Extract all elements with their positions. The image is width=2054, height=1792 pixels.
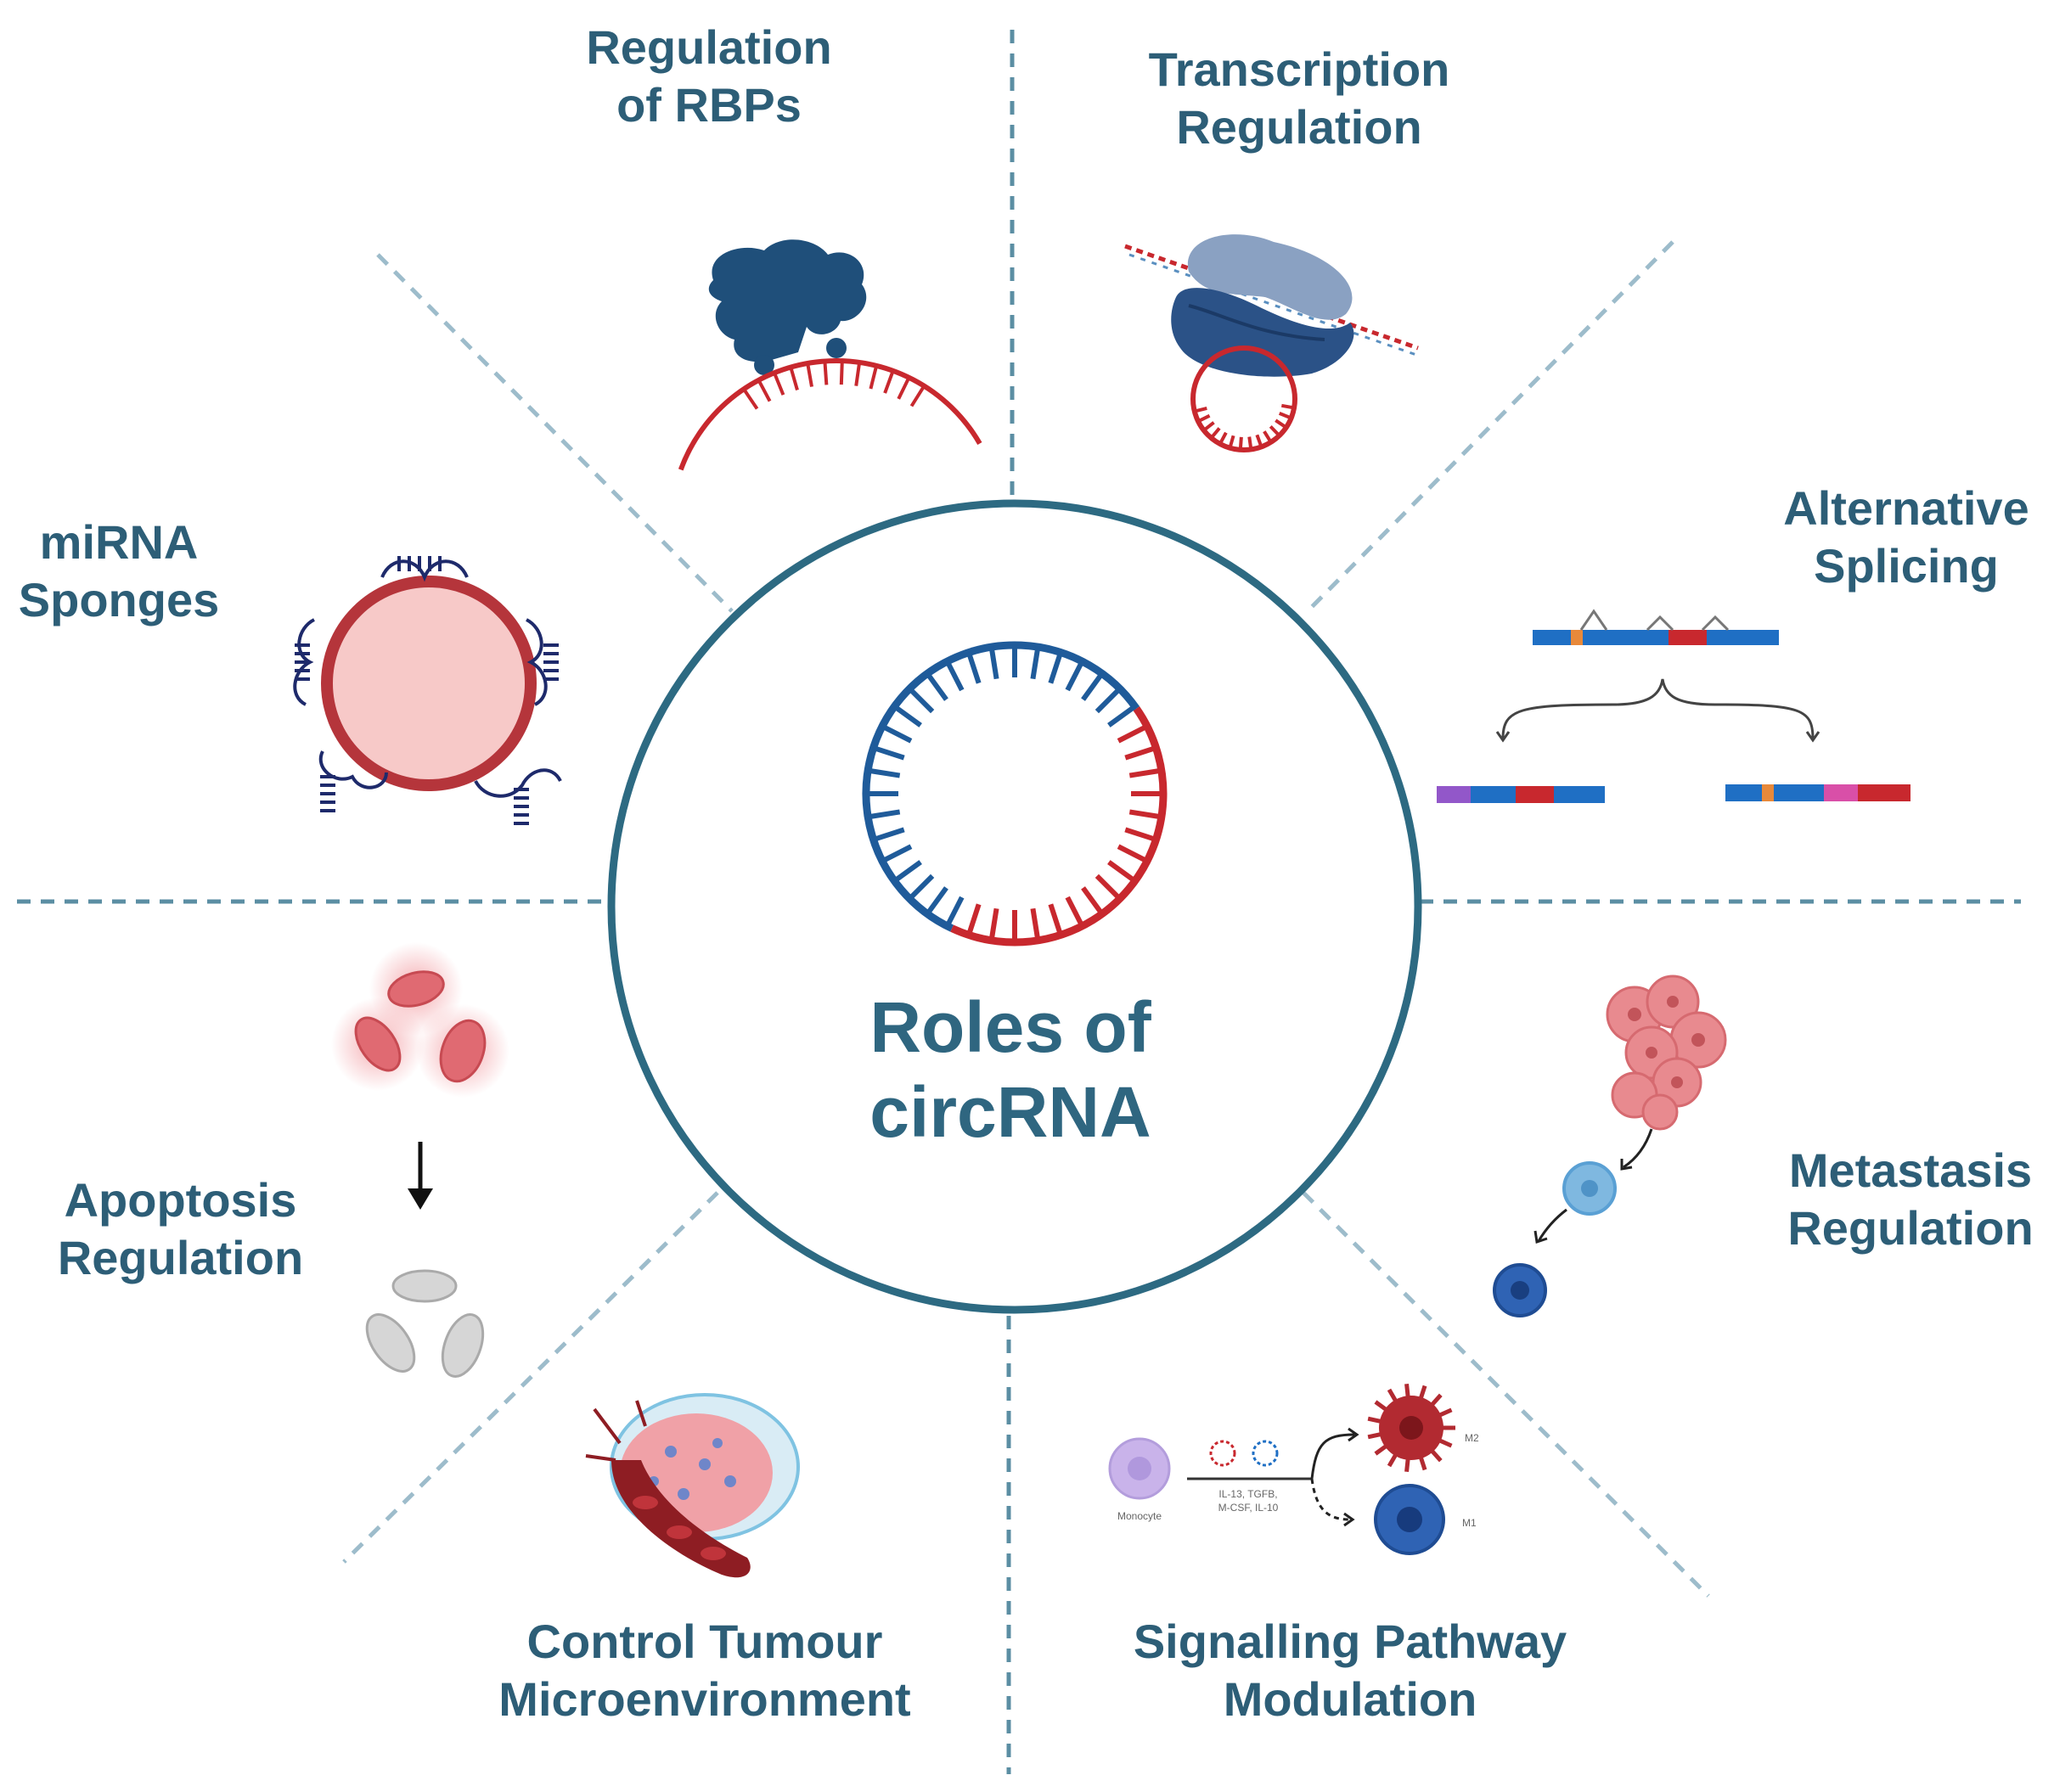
section-dividers (17, 30, 2021, 1774)
label-line: Sponges (18, 573, 220, 626)
stimuli-label-2: M-CSF, IL-10 (1218, 1502, 1279, 1514)
label-line: Regulation (1787, 1201, 2034, 1255)
label-line: Apoptosis (64, 1173, 297, 1227)
apoptosis-icon (331, 942, 509, 1378)
role-label-control-tumour-microenvironment: Control Tumour Microenvironment (471, 1613, 938, 1728)
role-label-transcription-regulation: Transcription Regulation (1112, 41, 1486, 156)
m1-label: M1 (1462, 1517, 1477, 1529)
label-line: Alternative (1783, 481, 2029, 535)
role-label-signalling-pathway-modulation: Signalling Pathway Modulation (1095, 1613, 1605, 1728)
rbp-icon (678, 239, 982, 471)
splicing-icon (1437, 609, 1911, 803)
label-line: miRNA (39, 515, 199, 569)
label-line: Splicing (1814, 539, 1999, 593)
role-label-metastasis-regulation: Metastasis Regulation (1753, 1142, 2054, 1257)
center-title: Roles of circRNA (798, 985, 1223, 1154)
label-line: Metastasis (1788, 1143, 2033, 1197)
divider-top-right (1304, 240, 1674, 615)
divider-bottom-left (342, 1191, 719, 1564)
label-line: Microenvironment (498, 1672, 911, 1726)
circrna-icon (862, 641, 1168, 947)
role-label-apoptosis-regulation: Apoptosis Regulation (38, 1171, 323, 1287)
role-label-regulation-of-rbps: Regulation of RBPs (539, 19, 879, 134)
m2-label: M2 (1465, 1432, 1479, 1444)
center-title-line-2: circRNA (869, 1072, 1151, 1152)
stimuli-label-1: IL-13, TGFB, (1218, 1488, 1277, 1500)
mirna-sponge-icon (293, 556, 562, 825)
label-line: Transcription (1148, 42, 1450, 96)
divider-top-left (376, 253, 734, 613)
label-line: Modulation (1223, 1672, 1477, 1726)
metastasis-icon (1493, 975, 1727, 1317)
polymerase-icon (1124, 234, 1419, 452)
divider-bottom-right (1302, 1191, 1710, 1598)
label-line: Regulation (1176, 100, 1422, 154)
role-label-alternative-splicing: Alternative Splicing (1749, 480, 2054, 595)
label-line: Regulation (57, 1231, 304, 1284)
central-circle (607, 499, 1422, 1314)
label-line: Regulation (586, 20, 832, 74)
signalling-icon: Monocyte IL-13, TGFB, M-CSF, IL-10 M2 M1 (1108, 1384, 1479, 1555)
center-title-line-1: Roles of (869, 987, 1151, 1067)
role-label-mirna-sponges: miRNA Sponges (8, 514, 229, 629)
label-line: Signalling Pathway (1133, 1615, 1567, 1668)
label-line: Control Tumour (526, 1615, 883, 1668)
label-line: of RBPs (616, 78, 802, 132)
tumour-microenvironment-icon (585, 1393, 800, 1578)
monocyte-label: Monocyte (1117, 1510, 1162, 1522)
